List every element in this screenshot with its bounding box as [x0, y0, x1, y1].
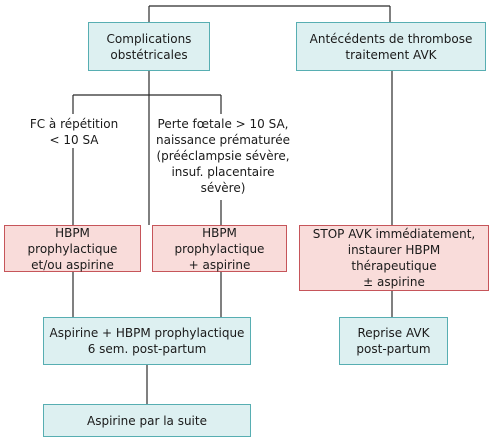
node-aspirine-par-la-suite: Aspirine par la suite	[43, 404, 251, 437]
node-hbpm-plus-aspirine-text: HBPM prophylactique + aspirine	[174, 225, 265, 272]
node-thrombose-text: Antécédents de thrombose traitement AVK	[309, 31, 473, 62]
node-hbpm-plus-aspirine: HBPM prophylactique + aspirine	[152, 225, 287, 272]
node-hbpm-ou-aspirine-text: HBPM prophylactique et/ou aspirine	[27, 225, 118, 272]
node-aspirine-hbpm-6-semaines: Aspirine + HBPM prophylactique 6 sem. po…	[43, 317, 251, 365]
node-complications-obstetricales: Complications obstétricales	[88, 22, 210, 71]
node-complications-text: Complications obstétricales	[106, 31, 192, 62]
node-hbpm-ou-aspirine: HBPM prophylactique et/ou aspirine	[4, 225, 141, 272]
node-antecedents-thrombose: Antécédents de thrombose traitement AVK	[296, 22, 486, 71]
branch-label-fc-repetition: FC à répétition < 10 SA	[29, 117, 119, 147]
node-aspirine-par-la-suite-text: Aspirine par la suite	[87, 413, 207, 428]
node-stop-avk-text: STOP AVK immédiatement, instaurer HBPM t…	[312, 227, 476, 289]
node-reprise-avk: Reprise AVK post-partum	[339, 317, 448, 365]
branch-label-perte-foetale: Perte fœtale > 10 SA, naissance prématur…	[155, 117, 290, 195]
node-aspirine-hbpm-6-semaines-text: Aspirine + HBPM prophylactique 6 sem. po…	[49, 326, 245, 356]
node-reprise-avk-text: Reprise AVK post-partum	[356, 326, 431, 356]
node-stop-avk: STOP AVK immédiatement, instaurer HBPM t…	[299, 225, 489, 291]
